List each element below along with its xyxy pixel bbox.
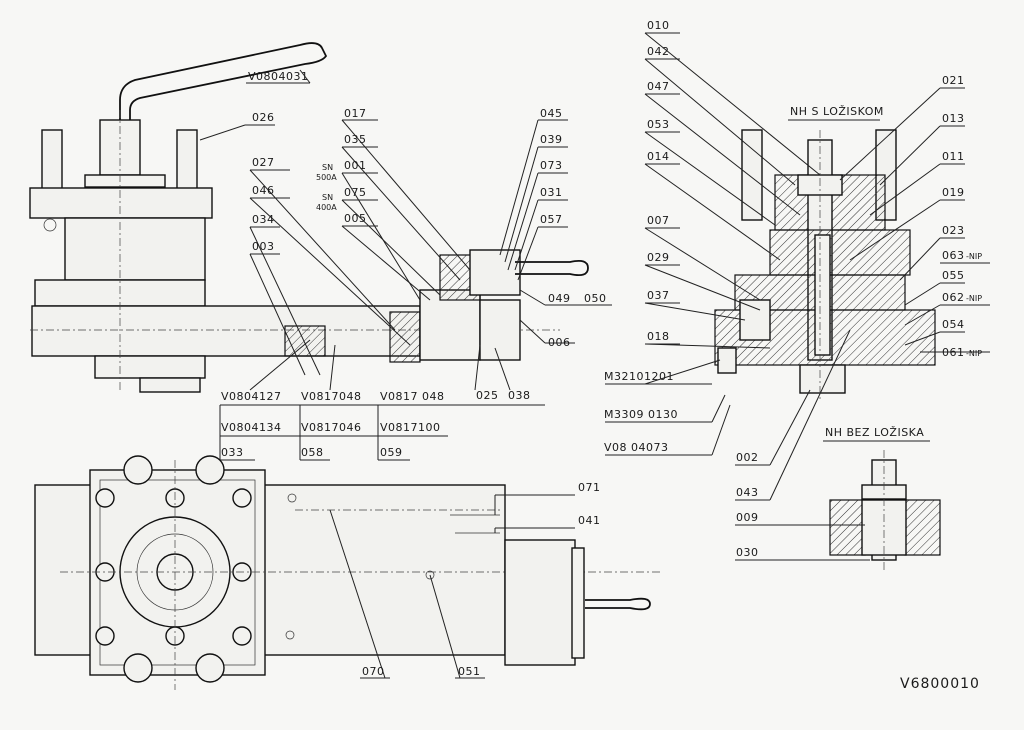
stud-bolt-right	[176, 129, 198, 191]
dial-ring	[571, 547, 585, 659]
slide-foot	[94, 355, 206, 379]
label-010: 010	[647, 19, 670, 32]
label-033: 033	[221, 446, 244, 459]
label-047: 047	[647, 80, 670, 93]
label-034: 034	[252, 213, 275, 226]
label-handle: V0804031	[248, 70, 309, 83]
label-v0817100: V0817100	[380, 421, 441, 434]
label-063: 063	[942, 249, 965, 262]
dial-collar	[469, 249, 521, 296]
section-without-bearing	[829, 450, 941, 570]
label-011: 011	[942, 150, 965, 163]
label-063-nip: -NIP	[966, 252, 982, 261]
note-sn-2: SN	[322, 193, 333, 202]
label-041: 041	[578, 514, 601, 527]
label-070: 070	[362, 665, 385, 678]
label-023: 023	[942, 224, 965, 237]
label-039: 039	[540, 133, 563, 146]
label-v0804134: V0804134	[221, 421, 282, 434]
label-v0804127: V0804127	[221, 390, 282, 403]
label-055: 055	[942, 269, 965, 282]
screw-housing	[419, 289, 481, 361]
label-m32101201: M32101201	[604, 370, 674, 383]
note-sn-1: SN	[322, 163, 333, 172]
label-027: 027	[252, 156, 275, 169]
section-hatch-1	[284, 325, 326, 357]
label-053: 053	[647, 118, 670, 131]
toolpost-body	[64, 217, 206, 281]
toolpost-top-view	[34, 455, 660, 690]
label-007: 007	[647, 214, 670, 227]
body-section-upper	[769, 229, 911, 276]
label-049: 049	[548, 292, 571, 305]
spring-plunger	[739, 299, 771, 341]
section-title-without-bearing: NH BEZ LOŽISKA	[825, 426, 924, 439]
dial-sleeve	[479, 299, 521, 361]
label-v0817046: V0817046	[301, 421, 362, 434]
section-with-bearing	[714, 129, 936, 400]
label-019: 019	[942, 186, 965, 199]
label-m33090130: M3309 0130	[604, 408, 678, 421]
label-003: 003	[252, 240, 275, 253]
feed-dial	[504, 539, 576, 666]
label-042: 042	[647, 45, 670, 58]
note-sn-500a: 500A	[316, 173, 337, 182]
label-018: 018	[647, 330, 670, 343]
label-038: 038	[508, 389, 531, 402]
label-062: 062	[942, 291, 965, 304]
label-071: 071	[578, 481, 601, 494]
label-002: 002	[736, 451, 759, 464]
toolpost-side-view	[29, 42, 589, 393]
label-073: 073	[540, 159, 563, 172]
drawing-number: V6800010	[900, 676, 980, 692]
label-014: 014	[647, 150, 670, 163]
label-045: 045	[540, 107, 563, 120]
label-013: 013	[942, 112, 965, 125]
top-plate	[29, 187, 213, 219]
label-050: 050	[584, 292, 607, 305]
label-025: 025	[476, 389, 499, 402]
label-037: 037	[647, 289, 670, 302]
label-062-nip: -NIP	[966, 294, 982, 303]
label-057: 057	[540, 213, 563, 226]
label-059: 059	[380, 446, 403, 459]
label-030: 030	[736, 546, 759, 559]
cross-slide	[31, 305, 421, 357]
label-031: 031	[540, 186, 563, 199]
slide-nut	[139, 377, 201, 393]
label-054: 054	[942, 318, 965, 331]
label-005: 005	[344, 212, 367, 225]
label-046: 046	[252, 184, 275, 197]
label-v0817048-b: V0817 048	[380, 390, 445, 403]
label-021: 021	[942, 74, 965, 87]
note-sn-400a: 400A	[316, 203, 337, 212]
section-hatch-2	[389, 311, 421, 363]
feed-crank	[585, 597, 651, 611]
label-035: 035	[344, 133, 367, 146]
label-v0804073: V08 04073	[604, 441, 669, 454]
label-058: 058	[301, 446, 324, 459]
section-title-with-bearing: NH S LOŽISKOM	[790, 105, 884, 118]
label-006: 006	[548, 336, 571, 349]
label-075: 075	[344, 186, 367, 199]
label-017: 017	[344, 107, 367, 120]
label-061: 061	[942, 346, 965, 359]
label-051: 051	[458, 665, 481, 678]
small-crank	[515, 259, 589, 277]
label-026: 026	[252, 111, 275, 124]
label-009: 009	[736, 511, 759, 524]
washer	[84, 174, 166, 188]
label-043: 043	[736, 486, 759, 499]
label-001: 001	[344, 159, 367, 172]
handle-lever	[119, 42, 328, 165]
stud-bolt-left	[41, 129, 63, 191]
label-029: 029	[647, 251, 670, 264]
label-061-nip: -NIP	[966, 349, 982, 358]
label-v0817048-a: V0817048	[301, 390, 362, 403]
